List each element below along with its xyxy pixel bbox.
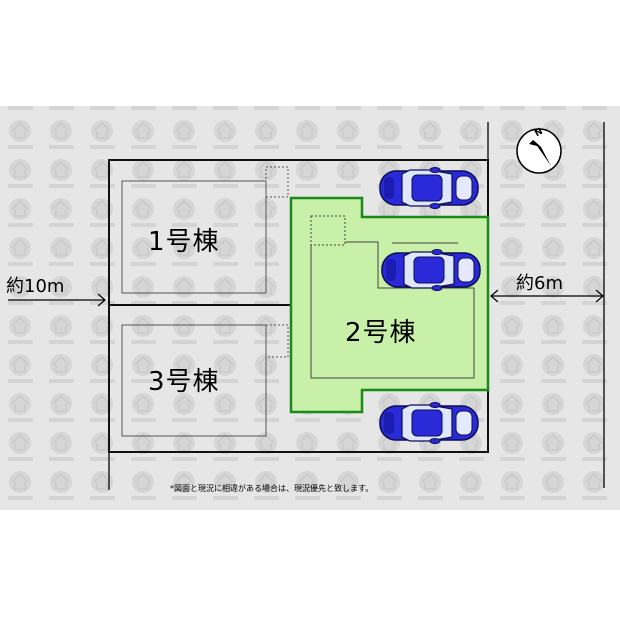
unit1-label: 1号棟 (148, 227, 220, 257)
unit1-footprint (121, 166, 289, 294)
east-road-width: 約6m (516, 273, 563, 294)
unit3-footprint (121, 324, 289, 437)
unit2-label: 2号棟 (345, 318, 417, 348)
arrow-left-icon (490, 289, 499, 303)
car-icon (381, 248, 481, 292)
arrow-right-icon (595, 289, 604, 303)
unit2-footprint (310, 215, 475, 379)
unit3-label: 3号棟 (148, 367, 220, 397)
car-icon (379, 401, 479, 445)
west-road-width: 約10m (6, 276, 65, 297)
disclaimer-note: *図面と現況に相違がある場合は、現況優先と致します。 (170, 484, 374, 493)
arrow-right-icon (97, 293, 106, 307)
unit2-lot (289, 196, 490, 414)
compass-icon (516, 128, 562, 174)
car-icon (379, 166, 479, 210)
